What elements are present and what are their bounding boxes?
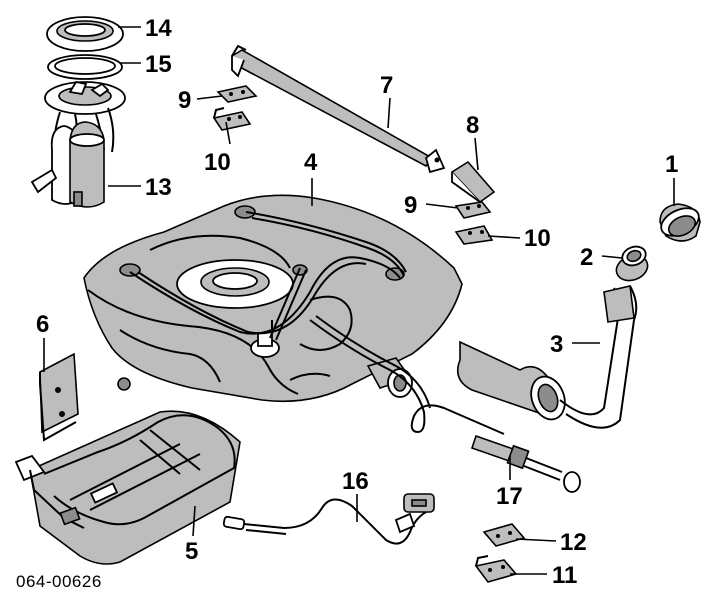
callout-15: 15 — [145, 51, 172, 78]
tank-strap-icon — [230, 44, 446, 174]
callout-9-right: 9 — [404, 192, 417, 219]
callout-11: 11 — [552, 562, 577, 589]
pad-icon — [216, 85, 258, 103]
strap-bracket-icon — [450, 160, 496, 204]
filler-cap-icon — [659, 203, 701, 242]
callout-17: 17 — [496, 483, 523, 510]
pad-icon — [474, 555, 518, 583]
vent-hose-icon — [309, 315, 581, 493]
callout-5: 5 — [185, 538, 198, 565]
pad-icon — [482, 523, 526, 547]
tank-shield-icon — [14, 410, 241, 565]
callout-7: 7 — [380, 72, 393, 99]
lock-ring-icon — [46, 16, 124, 52]
callout-labels: 14 15 13 9 10 7 8 4 9 10 1 2 3 6 5 16 17… — [36, 15, 678, 589]
filler-pipe-icon — [456, 285, 638, 429]
fuel-tank-icon — [83, 194, 463, 403]
mounting-bracket-icon — [39, 352, 79, 442]
callout-12: 12 — [560, 529, 587, 556]
seal-ring-icon — [47, 54, 123, 80]
leader-lines — [43, 26, 675, 575]
pad-icon — [454, 201, 492, 219]
fuel-pump-module-icon — [30, 80, 126, 208]
callout-10-right: 10 — [524, 225, 551, 252]
callout-6: 6 — [36, 311, 49, 338]
callout-2: 2 — [580, 244, 593, 271]
callout-16: 16 — [342, 468, 369, 495]
callout-14: 14 — [145, 15, 172, 42]
callout-3: 3 — [550, 331, 563, 358]
pad-icon — [454, 225, 494, 245]
callout-9-left: 9 — [178, 87, 191, 114]
callout-13: 13 — [145, 174, 172, 201]
diagram-reference-number: 064-00626 — [16, 572, 102, 591]
callout-10-left: 10 — [204, 149, 231, 176]
callout-8: 8 — [466, 112, 479, 139]
harness-icon — [222, 493, 435, 545]
filler-neck-seal-icon — [615, 245, 649, 282]
pad-icon — [212, 107, 252, 131]
callout-1: 1 — [665, 151, 678, 178]
callout-4: 4 — [304, 149, 318, 176]
